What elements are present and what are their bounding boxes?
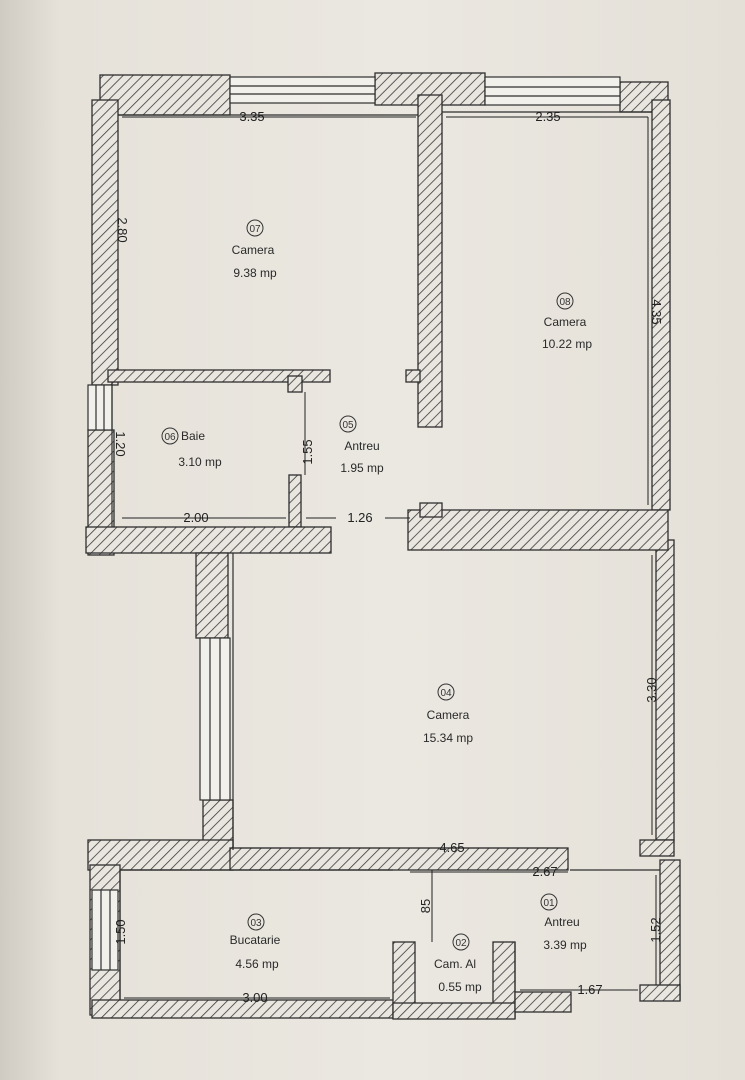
room-name: Bucatarie xyxy=(230,933,281,947)
dim-kitchen-width: 3.00 xyxy=(242,990,267,1005)
room-area: 9.38 mp xyxy=(233,266,277,280)
room-03: 03 Bucatarie 4.56 mp xyxy=(230,913,281,971)
room-area: 15.34 mp xyxy=(423,731,473,745)
room-number: 06 xyxy=(164,432,176,443)
interior-lines xyxy=(111,111,660,1000)
dim-right-mid: 3.30 xyxy=(644,677,659,702)
wall-middle-right xyxy=(407,509,669,551)
window-kitchen xyxy=(91,889,119,971)
room-number: 08 xyxy=(559,297,571,308)
room-02: 02 Cam. Al 0.55 mp xyxy=(434,933,482,994)
room-04: 04 Camera 15.34 mp xyxy=(423,683,473,745)
room-07: 07 Camera 9.38 mp xyxy=(232,219,277,280)
wall-bath-right xyxy=(288,474,302,528)
wall-bedrooms-divider xyxy=(417,94,443,428)
wall-small-bottom xyxy=(392,1002,516,1020)
room-08: 08 Camera 10.22 mp xyxy=(542,292,592,351)
dim-left-bath: 1.20 xyxy=(113,431,128,456)
wall-lower-middle xyxy=(229,847,569,871)
room-05: 05 Antreu 1.95 mp xyxy=(339,415,384,475)
dim-living-width: 4.65 xyxy=(439,840,464,855)
dim-top-left: 3.35 xyxy=(239,109,264,124)
wall-bath-bottom xyxy=(85,526,332,554)
wall-right-lower xyxy=(659,859,681,1001)
wall-lower-right xyxy=(639,839,675,857)
wall-top-left xyxy=(99,74,231,116)
room-number: 03 xyxy=(250,918,262,929)
room-name: Baie xyxy=(181,429,205,443)
dim-right-lower: 1.52 xyxy=(648,917,663,942)
walls xyxy=(85,72,681,1020)
room-number: 04 xyxy=(440,688,452,699)
wall-living-left-upper xyxy=(195,552,229,639)
room-area: 0.55 mp xyxy=(438,980,482,994)
dimension-labels: 3.35 2.35 4.35 3.30 1.52 1.55 2.00 1.26 … xyxy=(113,109,664,1005)
room-06: 06 Baie 3.10 mp xyxy=(161,427,222,469)
room-area: 3.39 mp xyxy=(543,938,587,952)
wall-bottom-right xyxy=(639,984,681,1002)
room-name: Camera xyxy=(544,315,587,329)
room-name: Camera xyxy=(427,708,470,722)
room-area: 4.56 mp xyxy=(235,957,279,971)
room-name: Camera xyxy=(232,243,275,257)
room-name: Antreu xyxy=(544,915,579,929)
wall-left-upper xyxy=(91,99,119,386)
dim-small-height: 85 xyxy=(418,899,433,913)
wall-divider-stub xyxy=(405,369,421,383)
wall-bath-stub xyxy=(287,375,303,393)
room-number: 05 xyxy=(342,420,354,431)
room-number: 02 xyxy=(455,938,467,949)
room-number: 01 xyxy=(543,898,555,909)
room-name: Cam. Al xyxy=(434,957,476,971)
room-area: 10.22 mp xyxy=(542,337,592,351)
dim-left-upper: 2.80 xyxy=(115,217,130,242)
wall-bottom-right-left xyxy=(514,991,572,1013)
window-living xyxy=(199,637,231,801)
dim-door-gap: 1.26 xyxy=(347,510,372,525)
window-bath xyxy=(87,384,113,431)
dim-top-right: 2.35 xyxy=(535,109,560,124)
room-number: 07 xyxy=(249,224,261,235)
room-labels: 07 Camera 9.38 mp 08 Camera 10.22 mp 06 … xyxy=(161,219,592,994)
dim-right-upper: 4.35 xyxy=(649,299,664,324)
wall-middle-stub xyxy=(419,502,443,518)
windows xyxy=(87,76,621,971)
room-name: Antreu xyxy=(344,439,379,453)
window-top-left xyxy=(229,76,376,104)
dim-bottom-right: 1.67 xyxy=(577,982,602,997)
wall-bath-top xyxy=(107,369,331,383)
room-area: 3.10 mp xyxy=(178,455,222,469)
dim-hall-width: 2.67 xyxy=(532,864,557,879)
room-01: 01 Antreu 3.39 mp xyxy=(540,893,587,952)
dim-kitchen-height: 1.50 xyxy=(113,919,128,944)
dim-bath-width: 2.00 xyxy=(183,510,208,525)
room-area: 1.95 mp xyxy=(340,461,384,475)
dim-bath-height: 1.55 xyxy=(300,439,315,464)
window-top-right xyxy=(484,76,621,106)
dimension-lines xyxy=(122,116,657,999)
